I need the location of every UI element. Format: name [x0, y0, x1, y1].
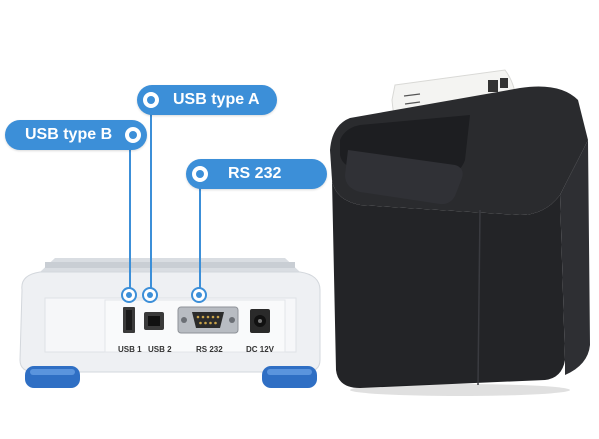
rs232-port-marker	[191, 287, 207, 303]
rs232-port	[177, 306, 239, 334]
dc-port	[250, 309, 270, 333]
usb-a-callout-icon	[140, 89, 162, 111]
usb-b-label: USB type B	[25, 126, 113, 143]
rs232-callout: RS 232	[186, 159, 327, 189]
usb-a-leader	[150, 111, 152, 290]
usb-a-port-marker	[142, 287, 158, 303]
usb2-port-label: USB 2	[148, 345, 172, 354]
rs232-port-label: RS 232	[196, 345, 223, 354]
usb-a-label: USB type A	[173, 91, 260, 108]
usb1-port-label: USB 1	[118, 345, 142, 354]
usb-b-leader	[129, 147, 131, 290]
usb-b-callout: USB type B	[5, 120, 147, 150]
dc-port-label: DC 12V	[246, 345, 275, 354]
usb-b-callout-icon	[122, 124, 144, 146]
rs232-label: RS 232	[228, 165, 282, 182]
scale-feet	[25, 366, 317, 388]
usb-a-callout: USB type A	[137, 85, 277, 115]
usb-b-port-marker	[121, 287, 137, 303]
rs232-callout-icon	[189, 163, 211, 185]
rs232-leader	[199, 186, 201, 288]
